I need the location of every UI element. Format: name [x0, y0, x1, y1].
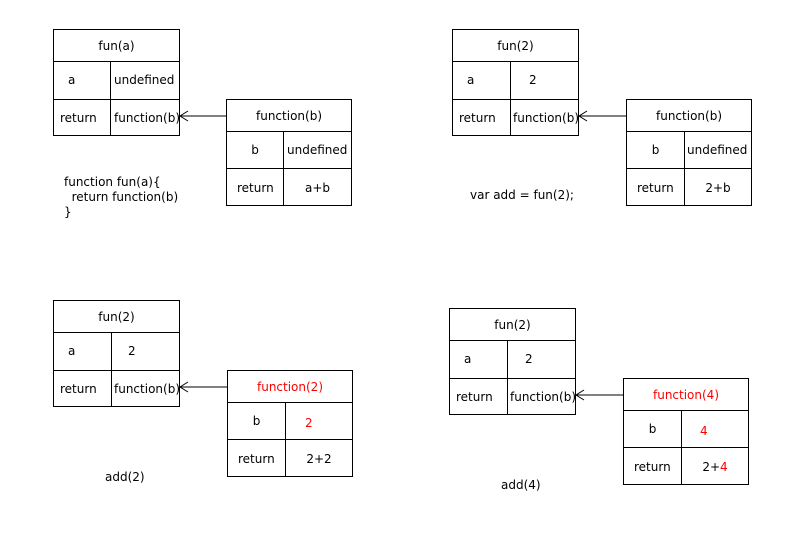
return-label: return	[60, 111, 97, 125]
param-a-value: 2	[529, 73, 537, 87]
param-b-label: b	[252, 413, 261, 428]
inner-box-panel-2: function(b) b undefined return 2+b	[626, 99, 752, 206]
param-b-label: b	[648, 421, 657, 436]
inner-box-panel-3: function(2) b 2 return 2+2	[227, 370, 353, 477]
arrow-panel-4	[575, 389, 623, 401]
param-a-value: 2	[128, 344, 136, 358]
outer-box-panel-2: fun(2) a 2 return function(b)	[452, 29, 579, 136]
return-expression: 2+b	[685, 169, 751, 206]
outer-box-panel-4: fun(2) a 2 return function(b)	[449, 308, 576, 415]
param-a-value: 2	[525, 352, 533, 366]
return-label: return	[238, 451, 275, 466]
inner-box-title: function(4)	[624, 379, 748, 411]
outer-box-title: fun(a)	[54, 30, 179, 62]
return-expression-prefix: 2+b	[705, 180, 731, 195]
param-b-value: 2	[305, 415, 313, 430]
return-label: return	[237, 180, 274, 195]
inner-box-title: function(b)	[627, 100, 751, 132]
param-a-label: a	[68, 344, 76, 358]
return-label: return	[456, 390, 493, 404]
return-expression: a+b	[284, 169, 351, 206]
outer-box-panel-3: fun(2) a 2 return function(b)	[53, 300, 180, 407]
return-label: return	[637, 180, 674, 195]
param-b-label: b	[651, 142, 660, 157]
return-expression: 2+2	[286, 440, 352, 477]
param-b-value: undefined	[287, 142, 348, 157]
inner-box-panel-1: function(b) b undefined return a+b	[226, 99, 352, 206]
return-expression-prefix: 2+2	[306, 451, 332, 466]
return-expression-prefix: 2+	[702, 459, 721, 474]
inner-box-panel-4: function(4) b 4 return 2+4	[623, 378, 749, 485]
return-expression: 2+4	[682, 448, 748, 485]
param-b-value: 4	[700, 423, 708, 438]
return-expression-prefix: a+b	[304, 180, 331, 195]
param-a-label: a	[68, 73, 76, 87]
outer-box-title: fun(2)	[54, 301, 179, 333]
caption-panel-2: var add = fun(2);	[470, 188, 574, 202]
caption-panel-1: function fun(a){ return function(b) }	[64, 175, 179, 219]
arrow-panel-3	[179, 381, 227, 393]
param-b-label: b	[251, 142, 259, 157]
inner-box-title: function(b)	[227, 100, 351, 132]
inner-box-title: function(2)	[228, 371, 352, 403]
outer-box-panel-1: fun(a) a undefined return function(b)	[53, 29, 180, 136]
outer-box-title: fun(2)	[453, 30, 578, 62]
return-value: function(b)	[114, 111, 180, 125]
return-value: function(b)	[513, 111, 579, 125]
caption-panel-4: add(4)	[501, 478, 541, 492]
caption-panel-3: add(2)	[105, 470, 145, 484]
return-expression-suffix: 4	[720, 459, 728, 474]
param-a-label: a	[464, 352, 472, 366]
arrow-panel-2	[578, 110, 626, 122]
return-label: return	[60, 382, 97, 396]
param-a-value: undefined	[114, 73, 175, 87]
arrow-panel-1	[179, 110, 226, 122]
param-a-label: a	[467, 73, 475, 87]
return-label: return	[459, 111, 496, 125]
return-label: return	[634, 459, 671, 474]
param-b-value: undefined	[687, 142, 748, 157]
return-value: function(b)	[114, 382, 180, 396]
return-value: function(b)	[510, 390, 576, 404]
outer-box-title: fun(2)	[450, 309, 575, 341]
